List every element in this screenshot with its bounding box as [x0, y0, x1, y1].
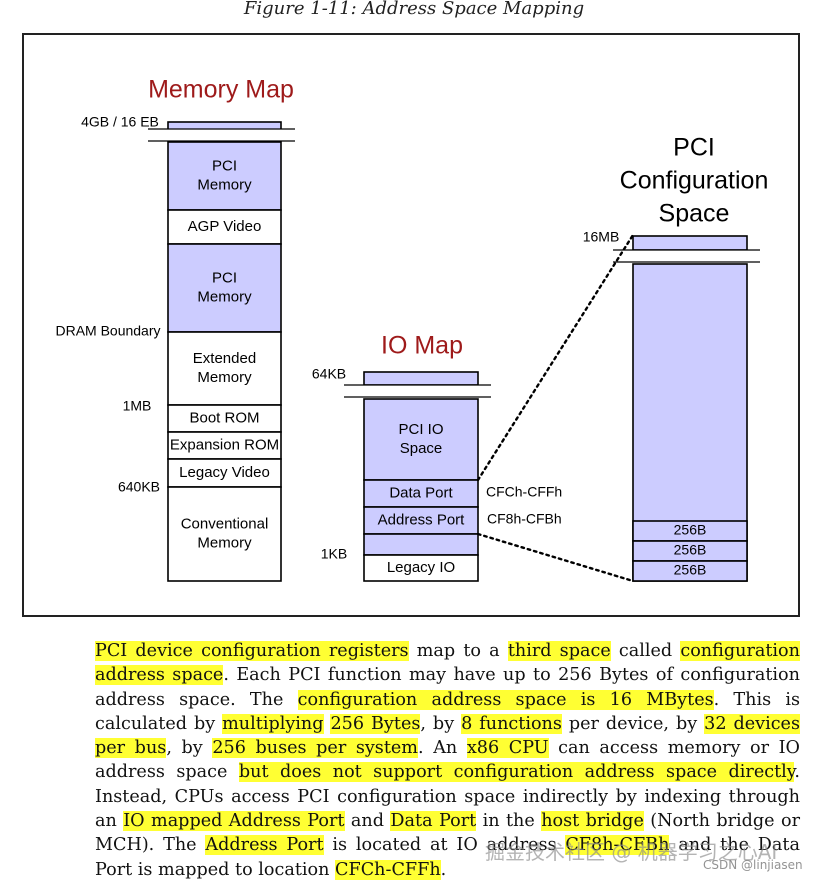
io-map-region: [363, 398, 479, 481]
memory-map-region-label: PCI: [212, 157, 237, 174]
memory-map-region-label: Memory: [197, 534, 252, 551]
config-space-title: Space: [659, 200, 730, 228]
highlighted-phrase: multiplying: [222, 713, 324, 734]
highlighted-phrase: Data Port: [390, 811, 477, 832]
io-map-region: [363, 506, 479, 535]
io-map-region-label: PCI IO: [398, 421, 443, 438]
io-map-top-cap: [363, 371, 479, 386]
memory-map-region-label: Expansion ROM: [170, 436, 279, 453]
mapping-dotted-line-bottom: [476, 532, 635, 583]
paragraph-text: and: [344, 811, 391, 832]
memory-map-region-label: Boot ROM: [189, 409, 259, 426]
memory-map-top-label: 4GB / 16 EB: [81, 114, 159, 130]
paragraph-text: . This is calculated by: [95, 689, 801, 734]
io-map-top-label: 64KB: [312, 366, 346, 382]
figure-caption: Figure 1-11: Address Space Mapping: [243, 0, 585, 19]
io-map-title: IO Map: [381, 332, 463, 360]
mapping-dotted-line-top: [476, 233, 635, 482]
memory-map-region-label: Memory: [197, 288, 252, 305]
highlighted-phrase: 8 functions: [461, 713, 562, 734]
io-map-region: [363, 533, 479, 556]
memory-map-break-gap: [148, 129, 295, 141]
memory-map-region-label: Memory: [197, 176, 252, 193]
paragraph-text: , by: [166, 738, 213, 759]
io-map-region-label: Space: [400, 440, 443, 457]
highlighted-phrase: 256 buses per system: [212, 738, 418, 759]
paragraph-text: can access memory or IO address space: [95, 738, 800, 783]
memory-map-region: [167, 141, 282, 211]
paragraph-text: called: [610, 641, 681, 661]
paragraph-text: per device, by: [561, 713, 705, 734]
config-space-break-gap: [613, 250, 760, 262]
paragraph-text: , by: [420, 713, 462, 734]
memory-map-region-label: PCI: [212, 269, 237, 286]
highlighted-phrase: host bridge: [541, 811, 644, 832]
io-map-region-label: Address Port: [378, 511, 466, 528]
data-port-address-label: CFCh-CFFh: [486, 484, 562, 500]
memory-map-region-label: AGP Video: [188, 218, 262, 235]
highlighted-phrase: CFCh-CFFh: [335, 859, 441, 880]
io-map-break-gap: [344, 385, 491, 397]
paragraph-text: in the: [476, 811, 542, 832]
highlighted-phrase: PCI device configuration registers: [95, 641, 409, 661]
config-space-block: [632, 560, 748, 582]
memory-map-region-label: Memory: [197, 369, 252, 386]
paragraph-text: . An: [418, 738, 467, 759]
config-space-block-label: 256B: [674, 542, 707, 558]
highlighted-phrase: IO mapped Address Port: [123, 811, 345, 832]
highlighted-phrase: but does not support configuration addre…: [238, 762, 795, 783]
highlighted-phrase: Address Port: [205, 835, 324, 856]
highlighted-phrase: x86 CPU: [466, 738, 549, 759]
config-space-title: PCI: [673, 134, 715, 162]
io-map-region: [363, 554, 479, 582]
config-space-block-label: 256B: [674, 562, 707, 578]
watermark-text: 掘金技术社区 @ 机器学习之心AI: [485, 840, 778, 864]
paragraph-text: . Each PCI function may have up to 256 B…: [95, 665, 800, 710]
memory-1mb-label: 1MB: [123, 398, 152, 414]
highlighted-phrase: configuration address space is 16 MBytes: [297, 689, 714, 710]
io-map-region: [363, 479, 479, 508]
body-paragraph: PCI device configuration registers map t…: [95, 639, 800, 882]
highlighted-phrase: third space: [507, 641, 611, 661]
io-map-region-label: Data Port: [389, 484, 453, 501]
highlighted-phrase: 256 Bytes: [330, 713, 421, 734]
paragraph-text: (North bridge or MCH). The: [95, 811, 800, 856]
credit-text: CSDN @linjiasen: [703, 858, 803, 872]
address-port-address-label: CF8h-CFBh: [487, 511, 562, 527]
io-1kb-label: 1KB: [321, 546, 347, 562]
dram-boundary-label: DRAM Boundary: [55, 323, 160, 339]
paragraph-text: . Instead, CPUs access PCI configuration…: [95, 762, 800, 832]
memory-map-region: [167, 404, 282, 433]
memory-640kb-label: 640KB: [118, 479, 160, 495]
memory-map-title: Memory Map: [148, 76, 294, 104]
paragraph-text: map to a: [408, 641, 508, 661]
memory-map-region-label: Extended: [193, 350, 256, 367]
highlighted-phrase: CF8h-CFBh: [565, 835, 670, 856]
memory-map-region: [167, 458, 282, 488]
config-space-title: Configuration: [620, 167, 769, 195]
paragraph-text: is located at IO address: [323, 835, 566, 856]
memory-map-region: [167, 486, 282, 582]
memory-map-region: [167, 331, 282, 406]
config-space-top-label: 16MB: [583, 229, 620, 245]
memory-map-region: [167, 209, 282, 245]
paragraph-text: .: [440, 859, 447, 880]
config-space-block-label: 256B: [674, 522, 707, 538]
paragraph-text: and the Data Port is mapped to location: [95, 835, 800, 880]
io-map-region-label: Legacy IO: [387, 559, 455, 576]
memory-map-region-label: Legacy Video: [179, 464, 270, 481]
config-space-top-cap: [632, 235, 748, 251]
memory-map-region-label: Conventional: [181, 515, 269, 532]
